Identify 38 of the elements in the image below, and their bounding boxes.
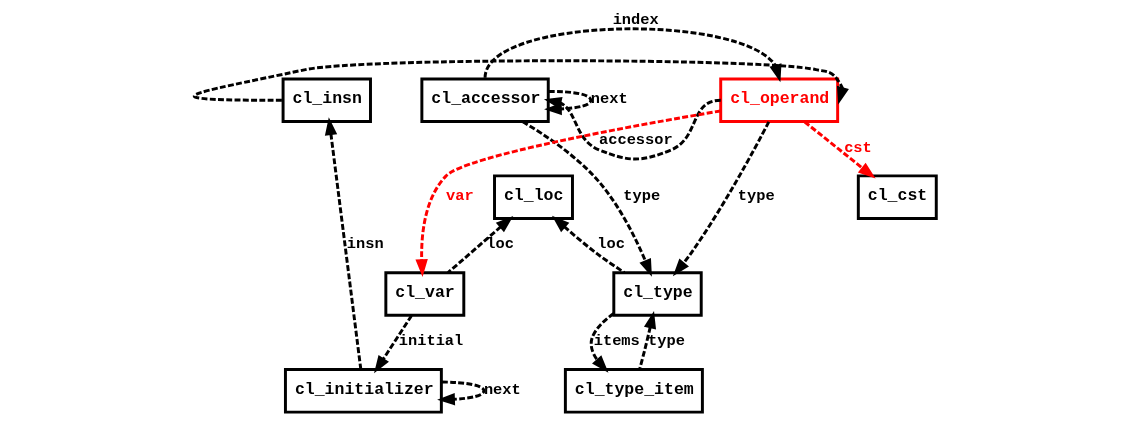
node-box: cl_cst <box>856 174 938 220</box>
arrow <box>194 59 849 105</box>
edge-label: loc <box>597 235 625 254</box>
arrow <box>324 117 363 370</box>
edge-label: type <box>737 186 775 205</box>
edge-label: next <box>590 90 628 109</box>
arrow <box>415 109 721 277</box>
arrow <box>483 27 782 83</box>
edge-label: accessor <box>599 131 673 150</box>
edge-label: items <box>593 332 640 351</box>
arrow <box>638 310 657 370</box>
arrow <box>447 215 514 274</box>
arrow <box>544 89 593 116</box>
arrow <box>551 215 626 274</box>
node-box: cl_type <box>612 271 703 317</box>
arrow <box>437 380 486 406</box>
arrow <box>803 120 876 179</box>
arrow <box>522 120 652 277</box>
arrow <box>543 96 721 161</box>
edge-label: var <box>446 186 474 205</box>
node-box: cl_insn <box>281 77 372 124</box>
node-box: cl_operand <box>719 77 840 124</box>
node-box: cl_initializer <box>283 368 443 414</box>
edge-label: type <box>648 332 685 351</box>
arrow <box>374 314 413 374</box>
edge-label: initial <box>398 332 464 351</box>
arrow <box>589 312 615 373</box>
edge-label: loc <box>486 235 514 254</box>
edge-label: cst <box>844 138 872 157</box>
node-box: cl_accessor <box>420 77 550 124</box>
node-box: cl_loc <box>493 174 574 220</box>
edge-label: next <box>483 380 521 399</box>
arrow <box>672 121 771 277</box>
node-box: cl_var <box>384 271 466 317</box>
edge-label: insn <box>346 235 384 254</box>
edge-label: index <box>612 10 659 29</box>
node-box: cl_type_item <box>563 368 704 414</box>
edge-label: type <box>623 186 661 205</box>
